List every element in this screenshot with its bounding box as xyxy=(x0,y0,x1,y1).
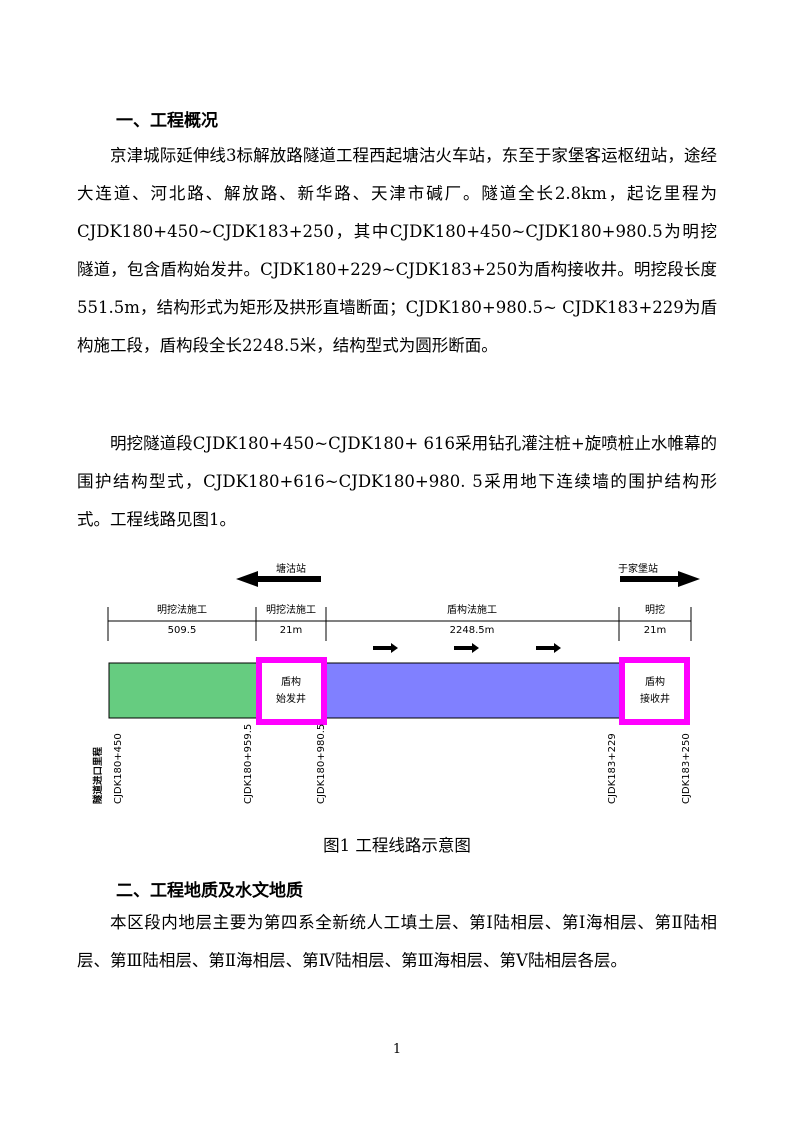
station-label-5: CJDK183+250 xyxy=(681,733,692,804)
segment-label-3: 盾构法施工 xyxy=(447,603,497,616)
launch-shaft xyxy=(256,657,327,725)
page-number: 1 xyxy=(392,1042,402,1057)
station-label-1: CJDK180+450 xyxy=(113,733,124,804)
launch-shaft-label-2: 始发井 xyxy=(276,692,306,705)
entrance-label: 隧道进口里程 xyxy=(92,746,104,804)
paragraph-retaining: 明挖隧道段CJDK180+450~CJDK180+ 616采用钻孔灌注桩+旋喷桩… xyxy=(77,434,717,529)
west-station-label: 塘沽站 xyxy=(276,562,306,575)
segment-label-4: 明挖 xyxy=(645,603,665,616)
figure-caption: 图1 工程线路示意图 xyxy=(323,836,471,855)
west-arrow-icon xyxy=(236,571,321,587)
shield-section xyxy=(325,662,621,719)
receive-shaft xyxy=(619,657,690,725)
segment-length-4: 21m xyxy=(644,625,666,636)
route-diagram: 塘沽站 于家堡站 明挖法施工 509.5 明挖法施工 21m 盾构法施工 224… xyxy=(92,562,700,804)
station-label-2: CJDK180+959.5 xyxy=(243,724,254,804)
segment-label-1: 明挖法施工 xyxy=(157,603,207,616)
section-heading-overview: 一、工程概况 xyxy=(116,111,218,131)
open-cut-section xyxy=(108,662,258,719)
station-label-3: CJDK180+980.5 xyxy=(316,724,327,804)
drive-direction-icon xyxy=(373,643,561,653)
segment-label-2: 明挖法施工 xyxy=(266,603,316,616)
segment-length-1: 509.5 xyxy=(168,625,197,636)
segment-length-3: 2248.5m xyxy=(450,625,495,636)
receive-shaft-label-1: 盾构 xyxy=(645,675,665,688)
section-heading-geology: 二、工程地质及水文地质 xyxy=(116,881,303,901)
paragraph-overview: 京津城际延伸线3标解放路隧道工程西起塘沽火车站，东至于家堡客运枢纽站，途经大连道… xyxy=(77,146,717,355)
segment-length-2: 21m xyxy=(280,625,302,636)
paragraph-geology: 本区段内地层主要为第四系全新统人工填土层、第Ⅰ陆相层、第Ⅰ海相层、第Ⅱ陆相层、第… xyxy=(77,913,717,970)
east-station-label: 于家堡站 xyxy=(618,562,658,575)
launch-shaft-label-1: 盾构 xyxy=(281,675,301,688)
receive-shaft-label-2: 接收井 xyxy=(640,692,670,705)
station-label-4: CJDK183+229 xyxy=(607,733,618,804)
east-arrow-icon xyxy=(620,571,700,587)
